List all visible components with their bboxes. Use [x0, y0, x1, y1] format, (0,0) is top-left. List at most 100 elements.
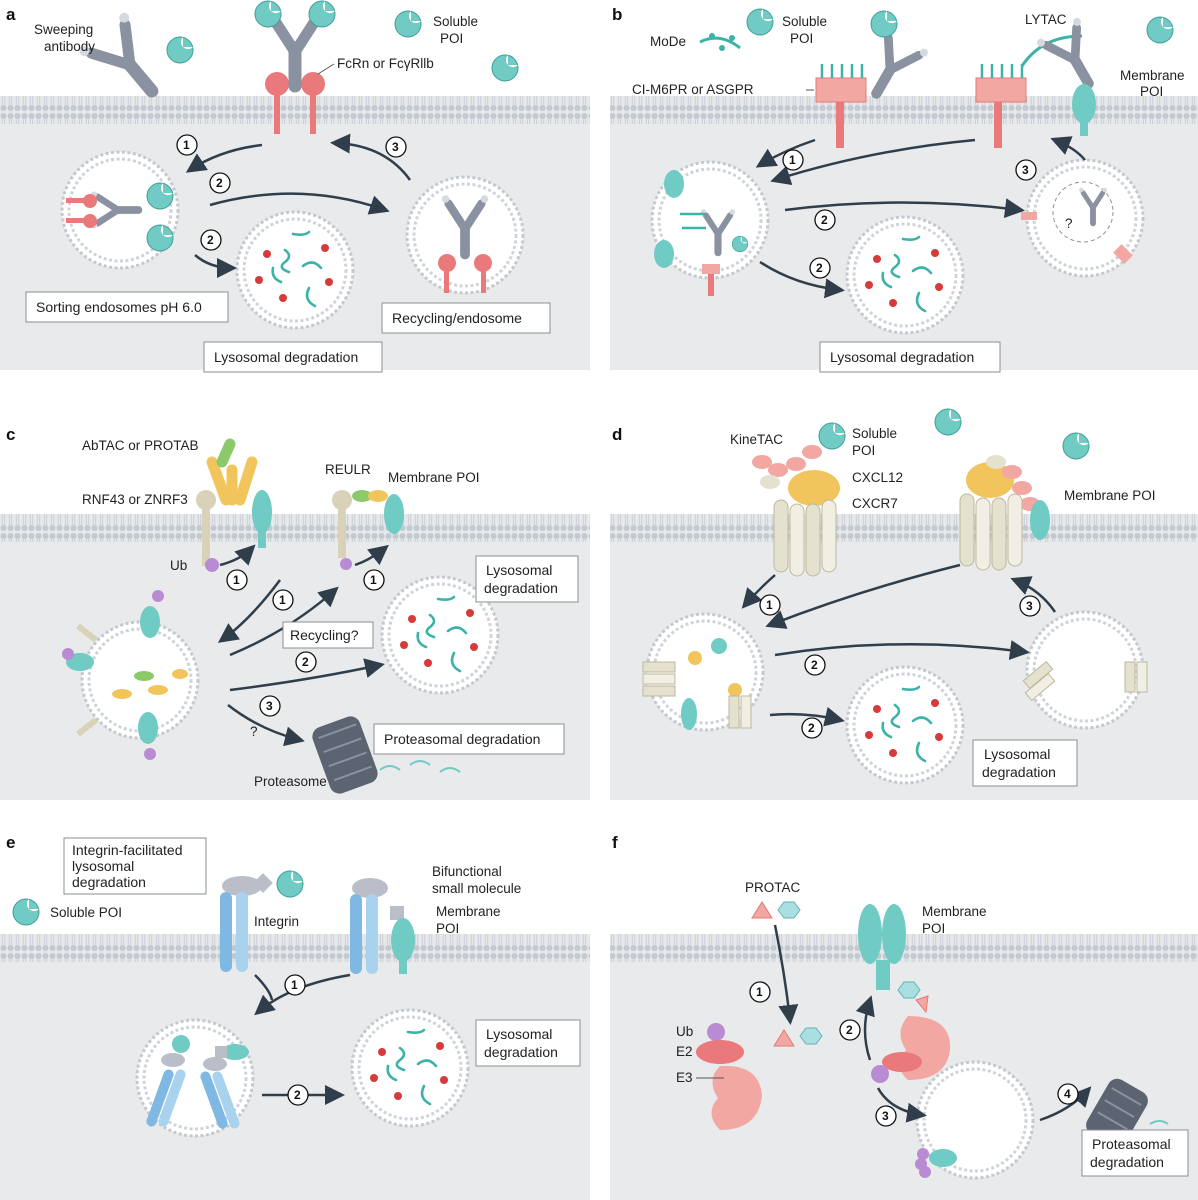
endosome: [650, 160, 770, 296]
arrow: [354, 544, 389, 567]
soluble-poi-icon: [276, 870, 304, 898]
svg-text:Lysosomal: Lysosomal: [486, 1026, 552, 1042]
plasma-membrane: [0, 96, 590, 124]
kinetac-icon: [752, 445, 822, 489]
e2-icon: [696, 1040, 744, 1064]
step-marker: 2: [801, 717, 823, 739]
step-marker: 3: [875, 1105, 897, 1127]
box-proteasomal-degradation: Proteasomal degradation: [373, 723, 565, 755]
svg-text:Recycling?: Recycling?: [290, 627, 359, 643]
label-soluble-poi-2: POI: [852, 443, 875, 458]
membrane-poi-icon: [1072, 84, 1096, 136]
svg-text:1: 1: [183, 138, 190, 152]
cxcl12-icon: [788, 470, 840, 506]
lysosome: [845, 215, 965, 335]
arrow: [227, 704, 305, 747]
arrow: [229, 658, 385, 692]
label-fcrn: FcRn or FcγRllb: [337, 56, 434, 71]
sorting-endosome: [60, 150, 180, 270]
svg-text:degradation: degradation: [1090, 1154, 1164, 1170]
label-e3: E3: [676, 1070, 693, 1085]
arrow: [765, 563, 961, 629]
soluble-poi-icon: [12, 898, 40, 926]
peptide-fragments: [379, 760, 461, 773]
label-abtac: AbTAC or PROTAB: [82, 438, 199, 453]
svg-text:Lysosomal degradation: Lysosomal degradation: [214, 349, 358, 365]
label-membrane-poi: Membrane POI: [1064, 488, 1156, 503]
step-marker: 3: [1019, 595, 1041, 617]
recycling-endosome: [405, 175, 525, 295]
svg-text:2: 2: [808, 721, 815, 735]
step-marker: 2: [839, 1019, 861, 1041]
box-integrin-facilitated: Integrin-facilitated lysosomal degradati…: [63, 837, 207, 895]
svg-text:2: 2: [821, 213, 828, 227]
soluble-poi-icon: [1146, 16, 1174, 44]
svg-text:1: 1: [766, 598, 773, 612]
protac-icon: [751, 901, 801, 919]
svg-text:4: 4: [1064, 1087, 1071, 1101]
svg-text:1: 1: [789, 153, 796, 167]
svg-text:2: 2: [811, 658, 818, 672]
panel-letter: a: [6, 5, 16, 24]
svg-text:Integrin-facilitated: Integrin-facilitated: [72, 842, 183, 858]
arrow: [774, 640, 1030, 660]
arrow: [254, 974, 274, 1001]
panel-c: c AbTAC or PROTAB RNF43 or ZNRF3 REULR M…: [0, 425, 590, 800]
step-marker: 2: [209, 172, 231, 194]
step-marker: 3: [385, 136, 407, 158]
endosome: [135, 1018, 255, 1138]
soluble-poi-icon: [1062, 432, 1090, 460]
lysosome: [235, 210, 355, 330]
svg-text:?: ?: [1065, 216, 1073, 231]
svg-text:lysosomal: lysosomal: [72, 858, 134, 874]
panel-letter: e: [6, 833, 15, 852]
soluble-poi-icon: [934, 408, 962, 436]
svg-text:degradation: degradation: [484, 1044, 558, 1060]
step-marker: 1: [226, 569, 248, 591]
soluble-poi-icon: [746, 8, 774, 36]
label-lytac: LYTAC: [1025, 12, 1067, 27]
label-ub: Ub: [170, 558, 187, 573]
lytac-antibody-icon: [1036, 16, 1111, 96]
label-rnf43: RNF43 or ZNRF3: [82, 492, 188, 507]
lysosome: [350, 1008, 470, 1128]
mode-icon: [699, 36, 741, 50]
svg-text:degradation: degradation: [484, 580, 558, 596]
arrow: [773, 924, 799, 1025]
svg-text:3: 3: [882, 1109, 889, 1123]
svg-text:Lysosomal degradation: Lysosomal degradation: [830, 349, 974, 365]
label-proteasome: Proteasome: [254, 774, 327, 789]
box-recycling-endosome: Recycling/endosome: [381, 302, 551, 334]
step-marker: 2: [804, 654, 826, 676]
soluble-poi-icon: [308, 0, 336, 28]
panel-letter: d: [612, 425, 622, 444]
svg-text:1: 1: [279, 593, 286, 607]
panel-letter: c: [6, 425, 15, 444]
label-membrane-poi-2: POI: [1140, 84, 1163, 99]
recycling-endosome: ?: [1021, 158, 1145, 278]
soluble-poi-icon: [818, 422, 846, 450]
arrow: [194, 254, 237, 278]
box-lysosomal-degradation: Lysosomal degradation: [475, 555, 579, 603]
lysosome: [845, 665, 965, 785]
svg-text:1: 1: [233, 573, 240, 587]
arrow: [784, 198, 1025, 219]
box-lysosomal-degradation: Lysosomal degradation: [203, 341, 383, 373]
label-membrane-poi: Membrane: [1120, 68, 1185, 83]
arrow: [876, 1087, 927, 1123]
svg-text:Lysosomal: Lysosomal: [486, 562, 552, 578]
plasma-membrane: [0, 514, 590, 542]
soluble-poi-icon: [491, 54, 519, 82]
integrin-membrane-poi-icon: [350, 878, 415, 974]
svg-text:2: 2: [846, 1023, 853, 1037]
label-soluble-poi: Soluble: [852, 426, 897, 441]
label-membrane-poi: Membrane: [436, 904, 501, 919]
svg-text:3: 3: [1022, 163, 1029, 177]
fcrn-receptor-icon: [265, 72, 325, 134]
label-membrane-poi: Membrane POI: [388, 470, 480, 485]
arrow: [217, 579, 281, 643]
arrow: [759, 260, 845, 299]
